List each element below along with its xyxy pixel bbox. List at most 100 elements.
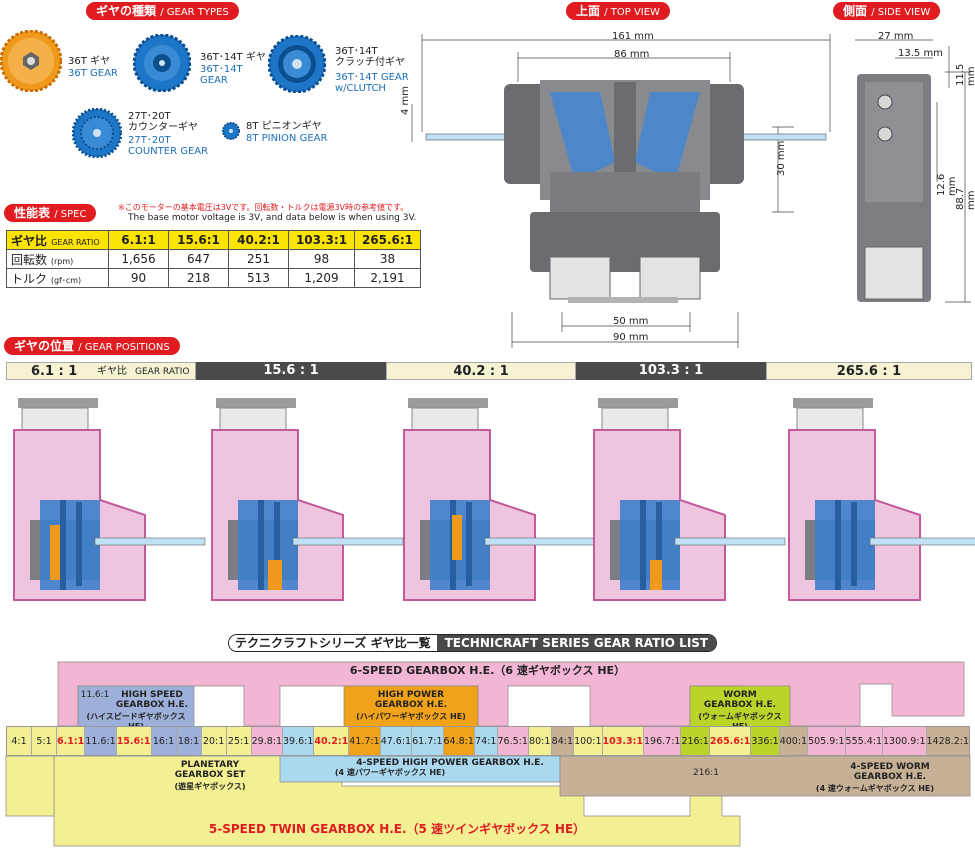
ratio-item: 555.4:1	[845, 727, 883, 755]
ratio-cell-1: 6.1 : 1 ギヤ比 GEAR RATIO	[6, 362, 196, 380]
dim-27: 27 mm	[878, 31, 914, 42]
worm-l1: WORM	[723, 690, 757, 700]
ratio-list: 4:1 5:1 6.1:1 11.6:1 15.6:1 16:1 18:1 20…	[6, 726, 970, 756]
worm-l2: GEARBOX H.E.	[703, 700, 777, 710]
gear-position-diagrams	[13, 397, 975, 601]
counter-gear-label-jp1: 27T･20T	[128, 111, 171, 122]
ratio-item: 41.7:1	[349, 727, 381, 755]
ratio-item: 39.6:1	[283, 727, 315, 755]
spec-row-rpm: 回転数 (rpm) 1,656 647 251 98 38	[6, 249, 421, 269]
ratio-item: 74:1	[474, 727, 498, 755]
gear-positions-heading: ギヤの位置 / GEAR POSITIONS	[4, 337, 180, 355]
ratio-item: 16:1	[151, 727, 177, 755]
counter-gear-icon	[72, 108, 122, 158]
side-view-heading: 側面 / SIDE VIEW	[833, 2, 941, 20]
pinion-gear-label-jp: 8T ピニオンギヤ	[246, 121, 322, 132]
ratio-item: 5:1	[32, 727, 58, 755]
hp-l3: (ハイパワーギヤボックス HE)	[356, 712, 466, 721]
diagram-265-6	[788, 397, 975, 601]
gear-types-heading: ギヤの種類 / GEAR TYPES	[86, 2, 239, 20]
pinion-gear-icon	[222, 122, 240, 140]
dim-161: 161 mm	[612, 31, 654, 42]
spec-cell: 90	[108, 268, 169, 288]
ratio-item: 505.9:1	[808, 727, 846, 755]
ratio-3: 40.2 : 1	[386, 362, 576, 380]
pinion-gear-label-en: 8T PINION GEAR	[246, 133, 328, 144]
ratio-item: 40.2:1	[314, 727, 350, 755]
hs-l1: HIGH SPEED	[121, 690, 183, 700]
series-title-jp: テクニクラフトシリーズ ギヤ比一覧	[229, 635, 437, 651]
ratio-item: 61.7:1	[412, 727, 444, 755]
row-label: トルク	[11, 271, 48, 286]
row-unit: GEAR RATIO	[51, 237, 100, 247]
ratio-item: 20:1	[202, 727, 227, 755]
ratio-item: 47.6:1	[380, 727, 413, 755]
ratio-item: 64.8:1	[443, 727, 475, 755]
spec-heading: 性能表 / SPEC	[4, 204, 97, 222]
twin-gearbox-label: 5-SPEED TWIN GEARBOX H.E.（5 速ツインギヤボックス H…	[208, 822, 586, 836]
hp-l1: HIGH POWER	[377, 690, 445, 700]
row-label: 回転数	[11, 252, 48, 267]
spec-cell: 2,191	[354, 268, 421, 288]
hp4-l2: (4 速パワーギヤボックス HE)	[334, 768, 446, 777]
dim-88-7: 88.7 mm	[955, 187, 975, 210]
series-heading: テクニクラフトシリーズ ギヤ比一覧 TECHNICRAFT SERIES GEA…	[228, 634, 718, 652]
worm4-l1: 4-SPEED WORM	[850, 762, 930, 772]
top-view-drawing	[411, 34, 831, 348]
spec-cell: 98	[288, 249, 355, 269]
spec-cell: 38	[354, 249, 421, 269]
gear-36t14t-label-jp: 36T･14T ギヤ	[200, 52, 266, 63]
gear-36t14t-label-en2: GEAR	[200, 75, 228, 86]
spec-cell: 1,656	[108, 249, 169, 269]
counter-gear-label-en1: 27T･20T	[128, 135, 171, 146]
ratio-item: 80:1	[529, 727, 552, 755]
hp-l2: GEARBOX H.E.	[374, 700, 448, 710]
clutch-gear-icon	[268, 35, 326, 93]
ratio-item: 103.3:1	[603, 727, 644, 755]
dim-50: 50 mm	[613, 316, 649, 327]
dim-90: 90 mm	[613, 332, 649, 343]
clutch-gear-label-jp2: クラッチ付ギヤ	[335, 57, 405, 68]
ratio-4: 103.3 : 1	[576, 362, 766, 380]
counter-gear-label-en2: COUNTER GEAR	[128, 146, 209, 157]
dim-13-5: 13.5 mm	[898, 48, 943, 59]
diagram-15-6	[211, 397, 404, 601]
ratio-item: 11.6:1	[85, 727, 117, 755]
ratio-item: 1428.2:1	[926, 727, 969, 755]
ratio-item: 1300.9:1	[883, 727, 927, 755]
ratio-item: 25:1	[227, 727, 252, 755]
diagram-103-3	[593, 397, 786, 601]
ratio-item: 29.8:1	[251, 727, 284, 755]
planetary-l1: PLANETARY	[180, 760, 240, 770]
gear-ratio-bar: 6.1 : 1 ギヤ比 GEAR RATIO 15.6 : 1 40.2 : 1…	[6, 362, 972, 380]
gear-36t14t-label-en: 36T･14T	[200, 64, 243, 75]
spec-cell: 1,209	[288, 268, 355, 288]
counter-gear-label-jp2: カウンターギヤ	[128, 122, 198, 133]
planetary-l3: (遊星ギヤボックス)	[174, 782, 246, 791]
ratio-item: 100:1	[574, 727, 603, 755]
gear-36t-label-jp: 36T ギヤ	[68, 56, 111, 67]
spec-row-torque: トルク (gf･cm) 90 218 513 1,209 2,191	[6, 268, 421, 288]
worm4-l3: (4 速ウォームギヤボックス HE)	[815, 784, 935, 793]
top-view-heading: 上面 / TOP VIEW	[566, 2, 670, 20]
gear-36t-label-en: 36T GEAR	[68, 68, 118, 79]
ratio-5: 265.6 : 1	[766, 362, 972, 380]
spec-note-jp: ※このモーターの基本電圧は3Vです。回転数・トルクは電源3V時の参考値です。	[118, 203, 409, 212]
ratio-item: 84:1	[551, 727, 575, 755]
spec-cell: 6.1:1	[108, 230, 169, 250]
ratio-item: 336:1	[751, 727, 780, 755]
spec-cell: 103.3:1	[288, 230, 355, 250]
ratio-item: 15.6:1	[117, 727, 152, 755]
diagram-6-1	[13, 397, 206, 601]
dim-30: 30 mm	[776, 140, 787, 176]
worm4-extra-ratio: 216:1	[693, 768, 719, 778]
diagram-40-2	[403, 397, 596, 601]
ratio-label: ギヤ比	[97, 366, 127, 377]
spec-cell: 647	[168, 249, 229, 269]
ratio-item: 76.5:1	[497, 727, 529, 755]
row-label: ギヤ比	[11, 233, 48, 248]
side-view-drawing	[855, 39, 971, 303]
dim-11-5: 11.5 mm	[955, 63, 975, 86]
dim-4: 4 mm	[400, 85, 411, 115]
ratio-item: 4:1	[7, 727, 33, 755]
